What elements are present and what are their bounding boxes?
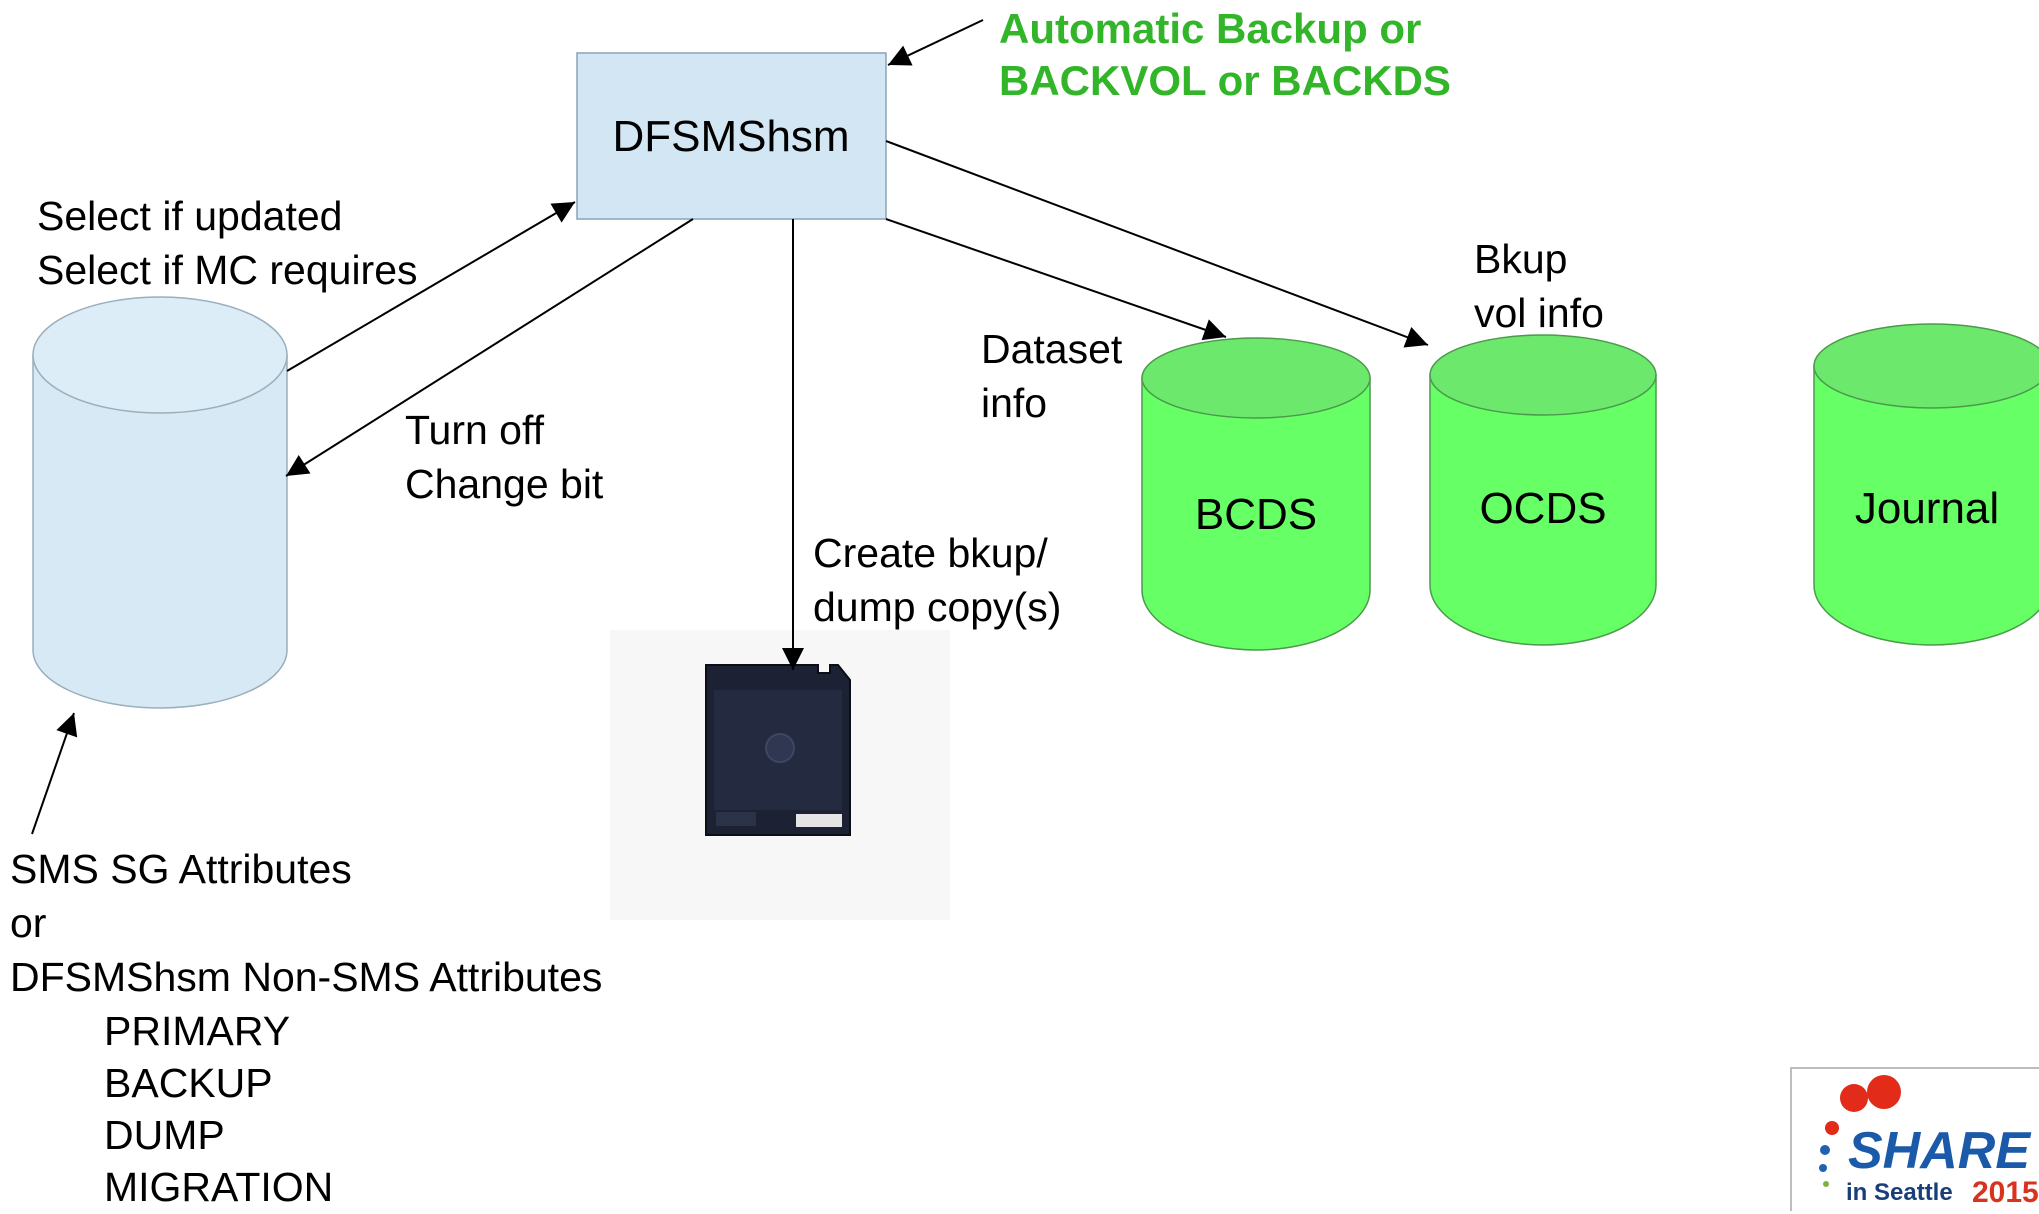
bkup-vol-info-line2: vol info: [1474, 290, 1604, 336]
share-logo: SHARE in Seattle 2015: [1790, 1067, 2039, 1211]
turnoff-text-line2: Change bit: [405, 461, 604, 507]
attribute-item-migration: MIGRATION: [104, 1164, 334, 1210]
dataset-info-line1: Dataset: [981, 326, 1123, 372]
bcds-cylinder: [1141, 337, 1371, 651]
share-logo-brand: SHARE: [1848, 1122, 2031, 1180]
trigger-text-line2: BACKVOL or BACKDS: [999, 57, 1451, 104]
trigger-text-line1: Automatic Backup or: [999, 5, 1422, 52]
create-text-line2: dump copy(s): [813, 584, 1062, 630]
turnoff-arrow: [285, 218, 694, 477]
dataset-info-arrow: [885, 218, 1227, 341]
ocds-cylinder: [1429, 334, 1657, 646]
journal-cylinder: [1813, 323, 2039, 646]
attributes-line3: DFSMShsm Non-SMS Attributes: [10, 954, 603, 1000]
select-text-line1: Select if updated: [37, 193, 343, 239]
bkup-vol-info-arrow: [885, 140, 1429, 348]
bkup-vol-info-line1: Bkup: [1474, 236, 1568, 282]
select-text-line2: Select if MC requires: [37, 247, 418, 293]
create-text-line1: Create bkup/: [813, 530, 1048, 576]
attribute-item-backup: BACKUP: [104, 1060, 273, 1106]
tape-cartridge-icon: [610, 630, 950, 920]
attribute-item-dump: DUMP: [104, 1112, 225, 1158]
attributes-arrow: [31, 712, 78, 835]
ocds-label: OCDS: [1479, 484, 1607, 533]
journal-label: Journal: [1854, 484, 2000, 533]
dfsmshsm-label: DFSMShsm: [612, 112, 850, 161]
dfsmshsm-box: [576, 52, 887, 220]
turnoff-text-line1: Turn off: [405, 407, 545, 453]
dataset-info-line2: info: [981, 380, 1048, 426]
select-arrow: [286, 201, 576, 372]
primary-volume-cylinder: [32, 296, 288, 709]
share-logo-event: in Seattle: [1846, 1179, 1953, 1206]
trigger-arrow: [887, 19, 984, 66]
share-logo-year: 2015: [1972, 1176, 2039, 1209]
attributes-line1: SMS SG Attributes: [10, 846, 352, 892]
attributes-line2: or: [10, 900, 47, 946]
attribute-item-primary: PRIMARY: [104, 1008, 291, 1054]
bcds-label: BCDS: [1194, 490, 1318, 539]
